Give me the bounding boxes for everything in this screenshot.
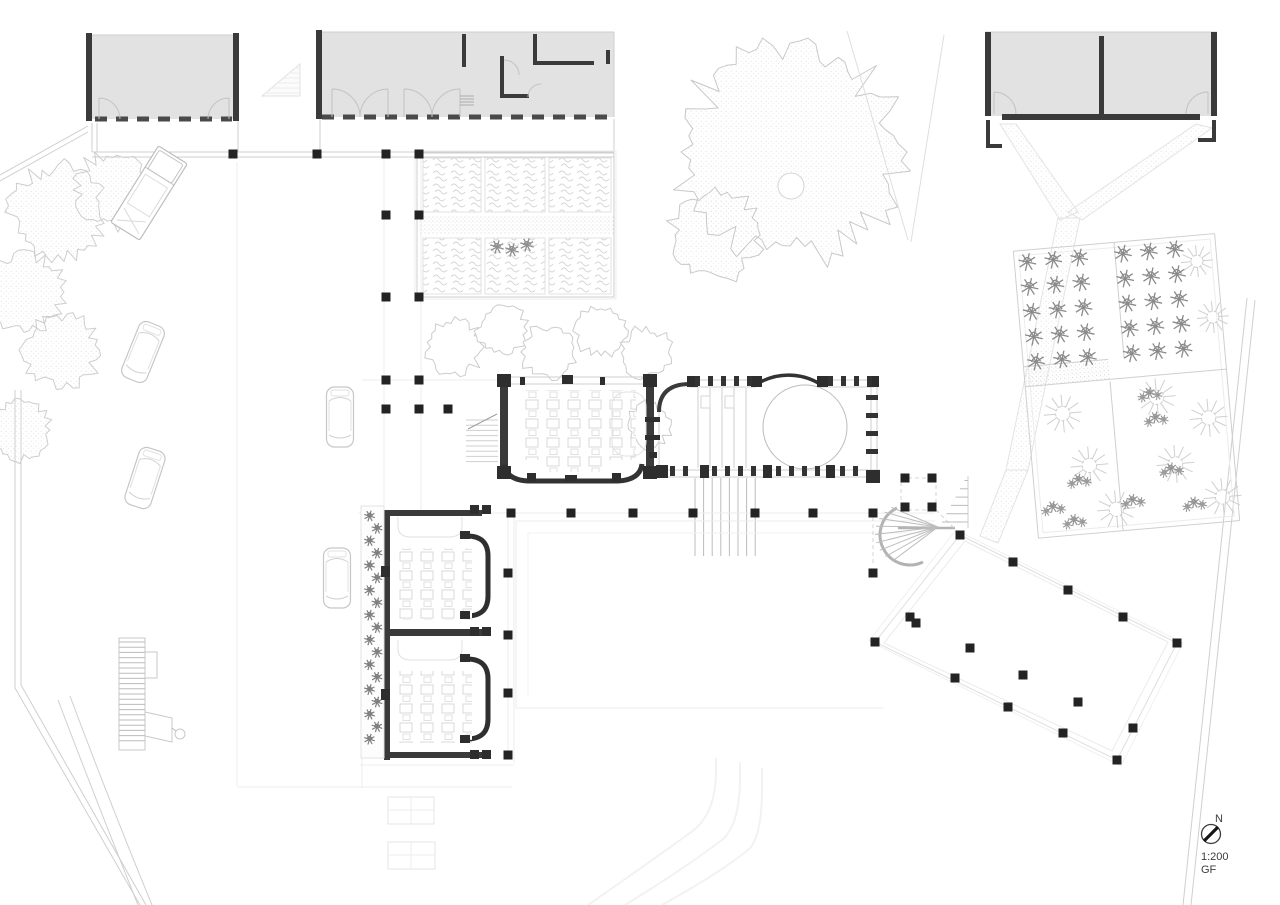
north-needle-icon <box>1202 825 1220 843</box>
classroom-south-b <box>388 640 491 758</box>
hall-steps <box>694 478 756 556</box>
north-arrow: N 1:200 GF <box>1200 813 1229 876</box>
car <box>325 386 355 448</box>
scale-label: 1:200 <box>1201 851 1229 863</box>
trees-courtyard <box>424 304 674 451</box>
contour-paths <box>587 758 763 905</box>
large-tree <box>665 37 911 283</box>
trees-west <box>0 151 154 464</box>
garden-east <box>1012 233 1242 539</box>
central-classroom <box>466 376 654 484</box>
hall-column-ticks <box>670 376 878 476</box>
existing-building-northwest <box>86 33 239 122</box>
planting-strip <box>360 505 385 759</box>
assembly-hall <box>657 373 880 478</box>
exterior-stair-north <box>260 62 301 97</box>
structural-columns <box>228 149 1182 765</box>
wall-stubs <box>381 374 880 759</box>
car <box>322 547 352 609</box>
classroom-south-a <box>384 510 491 760</box>
planting-beds-north <box>414 150 617 300</box>
parked-vehicles <box>110 145 355 609</box>
existing-building-northeast <box>985 31 1217 148</box>
fan-stair <box>872 476 969 567</box>
car <box>122 444 168 512</box>
path-by-large-tree <box>846 30 945 243</box>
table-tennis-tables <box>387 796 436 870</box>
level-label: GF <box>1201 864 1217 876</box>
car <box>118 318 168 386</box>
existing-building-north <box>316 30 615 120</box>
north-label: N <box>1215 813 1223 825</box>
courtyard-terrace <box>511 512 935 709</box>
north-arrow-icon <box>1200 823 1222 845</box>
entry-stair-southwest <box>118 637 186 751</box>
